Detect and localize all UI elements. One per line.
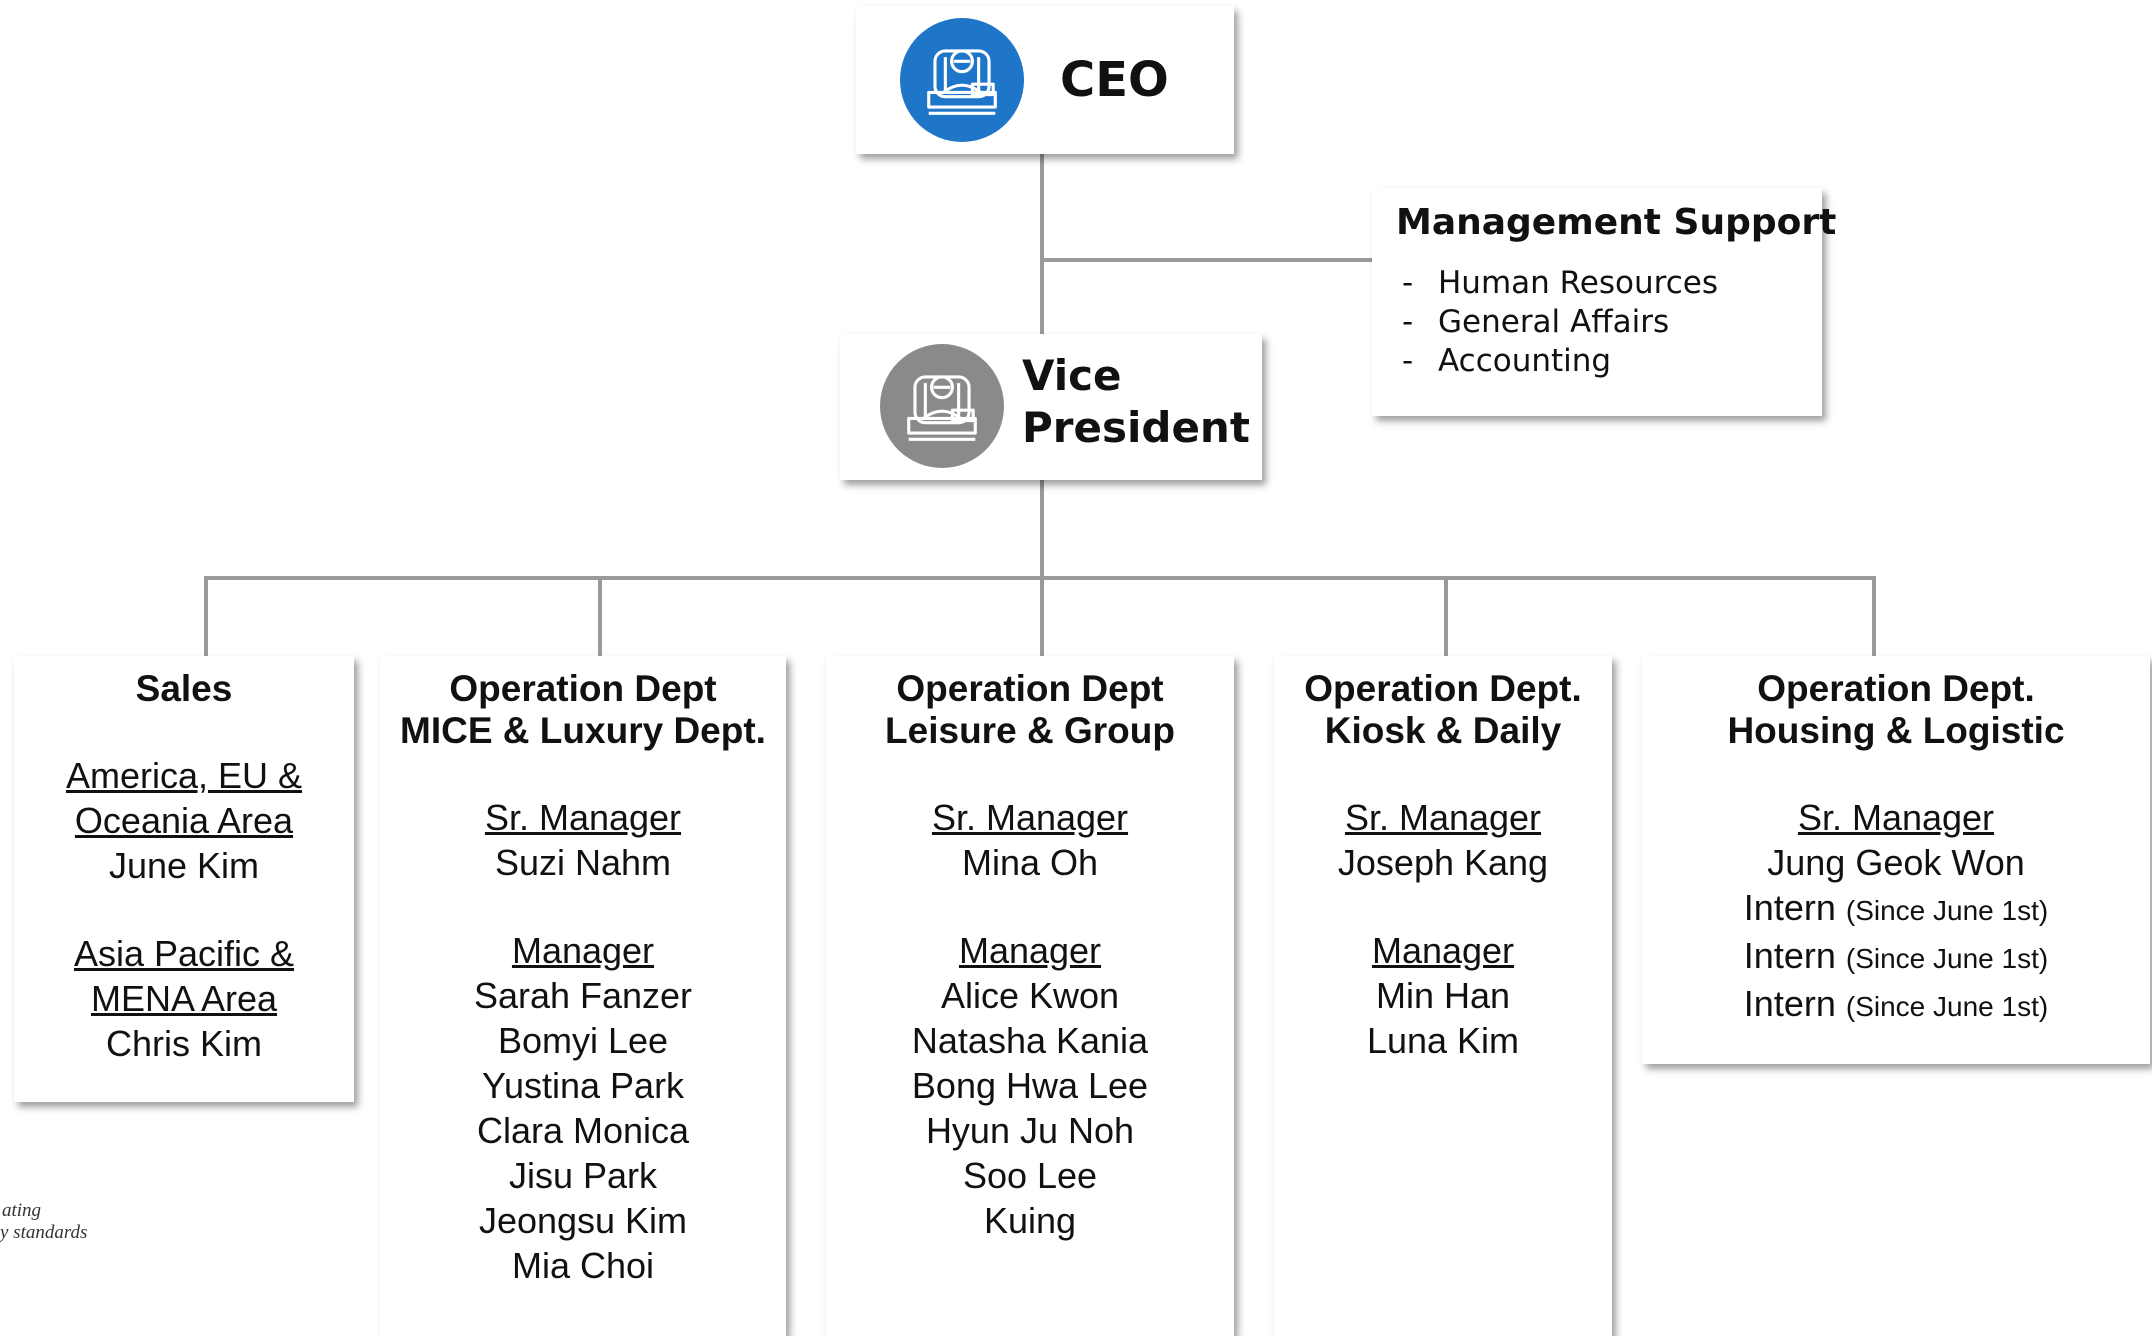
person-name: Chris Kim [105, 1023, 262, 1064]
region-label: MENA Area [90, 978, 278, 1019]
role-label: Manager [958, 930, 1102, 971]
role-label: Manager [1371, 930, 1515, 971]
bullet-dash: - [1402, 304, 1414, 340]
management-support-title: Management Support [1396, 202, 1837, 243]
intern-row: Intern (Since June 1st) [1642, 885, 2150, 933]
intern-label: Intern [1743, 935, 1836, 976]
dept-title: Operation Dept. [1757, 668, 2035, 709]
dept-leisure-group-box: Operation Dept Leisure & Group Sr. Manag… [826, 656, 1234, 1336]
person-name: Luna Kim [1366, 1020, 1520, 1061]
person-name: Alice Kwon [940, 975, 1120, 1016]
intern-label: Intern [1743, 887, 1836, 928]
intern-label: Intern [1743, 983, 1836, 1024]
person-name: Clara Monica [476, 1110, 690, 1151]
person-name: Sarah Fanzer [473, 975, 693, 1016]
list-item: -General Affairs [1402, 303, 1718, 342]
person-name: Soo Lee [962, 1155, 1098, 1196]
person-name: Jung Geok Won [1767, 842, 2025, 883]
person-name: Suzi Nahm [494, 842, 672, 883]
management-support-list: -Human Resources -General Affairs -Accou… [1402, 264, 1718, 381]
list-item: -Accounting [1402, 342, 1718, 381]
person-name: Jeongsu Kim [478, 1200, 688, 1241]
executive-at-desk-icon [880, 344, 1004, 468]
intern-row: Intern (Since June 1st) [1642, 933, 2150, 981]
management-support-box: Management Support -Human Resources -Gen… [1372, 188, 1836, 416]
dept-sales-box: Sales America, EU & Oceania Area June Ki… [14, 656, 354, 1102]
connector-leisure [1040, 576, 1044, 656]
dept-housing-logistic-box: Operation Dept. Housing & Logistic Sr. M… [1642, 656, 2150, 1064]
dept-mice-luxury-box: Operation Dept MICE & Luxury Dept. Sr. M… [380, 656, 786, 1336]
person-name: Hyun Ju Noh [925, 1110, 1135, 1151]
region-label: America, EU & [65, 755, 303, 796]
connector-vp-down [1040, 480, 1044, 578]
intern-note: (Since June 1st) [1845, 991, 2049, 1022]
role-label: Sr. Manager [1344, 797, 1542, 838]
connector-sales [204, 576, 208, 656]
role-label: Manager [511, 930, 655, 971]
region-label: Asia Pacific & [73, 933, 295, 974]
person-name: Natasha Kania [911, 1020, 1149, 1061]
watermark-line: ating [2, 1200, 42, 1221]
ceo-title: CEO [1060, 52, 1169, 108]
watermark-line: y standards [0, 1222, 88, 1243]
person-name: Mina Oh [961, 842, 1099, 883]
connector-mice [598, 576, 602, 656]
vp-title-line1: Vice [1022, 351, 1122, 400]
role-label: Sr. Manager [931, 797, 1129, 838]
person-name: Yustina Park [481, 1065, 685, 1106]
vp-title-line2: President [1022, 403, 1250, 452]
role-label: Sr. Manager [1797, 797, 1995, 838]
person-name: Min Han [1375, 975, 1511, 1016]
connector-ceo-vp [1040, 154, 1044, 334]
person-name: Kuing [983, 1200, 1077, 1241]
dept-title: Housing & Logistic [1727, 710, 2065, 751]
region-label: Oceania Area [74, 800, 294, 841]
list-item: -Human Resources [1402, 264, 1718, 303]
connector-kiosk [1444, 576, 1448, 656]
dept-kiosk-daily-box: Operation Dept. Kiosk & Daily Sr. Manage… [1274, 656, 1612, 1336]
person-name: Mia Choi [511, 1245, 655, 1286]
vice-president-title: Vice President [1022, 350, 1252, 454]
executive-at-desk-icon [900, 18, 1024, 142]
intern-note: (Since June 1st) [1845, 943, 2049, 974]
dept-title: Kiosk & Daily [1324, 710, 1562, 751]
person-name: Jisu Park [508, 1155, 658, 1196]
bullet-dash: - [1402, 265, 1414, 301]
dept-title: Leisure & Group [885, 710, 1175, 751]
intern-row: Intern (Since June 1st) [1642, 981, 2150, 1029]
dept-title: Operation Dept [449, 668, 717, 709]
connector-housing [1872, 576, 1876, 656]
dept-title: Operation Dept. [1304, 668, 1582, 709]
person-name: Joseph Kang [1337, 842, 1549, 883]
role-label: Sr. Manager [484, 797, 682, 838]
dept-title: Operation Dept [896, 668, 1164, 709]
ceo-box: CEO [856, 6, 1234, 154]
connector-management-support [1042, 258, 1372, 262]
person-name: Bomyi Lee [497, 1020, 669, 1061]
person-name: Bong Hwa Lee [911, 1065, 1149, 1106]
bullet-dash: - [1402, 343, 1414, 379]
watermark-text: ating y standards [0, 1200, 87, 1244]
vice-president-box: Vice President [840, 334, 1262, 480]
list-item-label: Accounting [1438, 343, 1612, 379]
dept-title: MICE & Luxury Dept. [400, 710, 766, 751]
list-item-label: General Affairs [1438, 304, 1670, 340]
dept-title: Sales [135, 668, 233, 709]
list-item-label: Human Resources [1438, 265, 1718, 301]
intern-note: (Since June 1st) [1845, 895, 2049, 926]
person-name: June Kim [108, 845, 260, 886]
